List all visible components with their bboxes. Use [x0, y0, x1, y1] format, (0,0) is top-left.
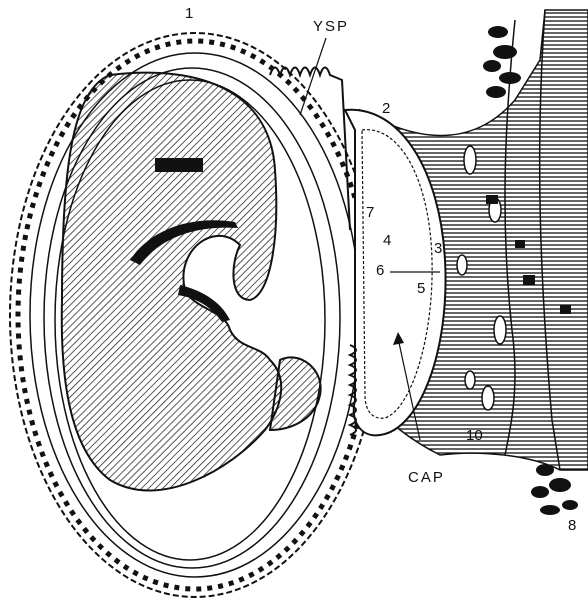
label-3: 3 [434, 241, 442, 256]
uterine-glands-top [483, 26, 521, 98]
uterine-glands-bottom [531, 464, 578, 515]
label-1: 1 [185, 6, 193, 21]
label-7: 7 [366, 205, 374, 220]
label-cap: CAP [408, 470, 445, 485]
label-5: 5 [417, 281, 425, 296]
label-ysp: YSP [313, 19, 349, 34]
embryo-body [62, 73, 281, 491]
label-4: 4 [383, 233, 391, 248]
label-6: 6 [376, 263, 384, 278]
label-2: 2 [382, 101, 390, 116]
label-10: 10 [466, 428, 483, 443]
label-8: 8 [568, 518, 576, 533]
